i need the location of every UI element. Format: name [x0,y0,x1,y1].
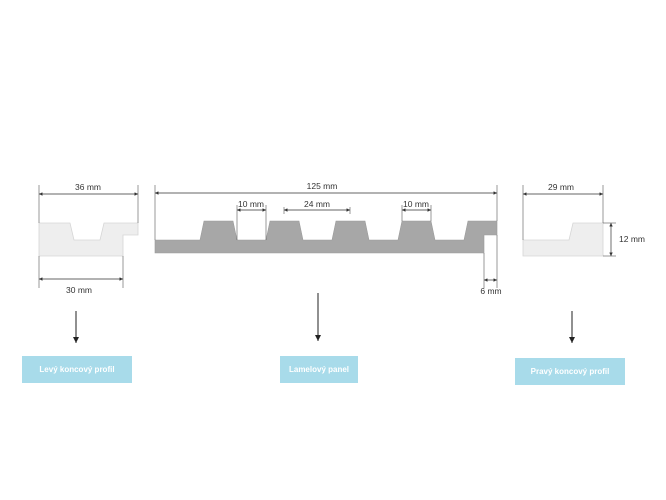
left-bottom-dimension: 30 mm [66,285,92,295]
panel-total-dimension: 125 mm [307,181,338,191]
panel-gap-dimension: 24 mm [304,199,330,209]
right-top-dimension: 29 mm [548,182,574,192]
center-panel-label: Lamelový panel [280,356,358,383]
left-end-profile [38,222,139,257]
panel-offset-dimension: 6 mm [480,286,501,296]
panel-rib-right-dimension: 10 mm [403,199,429,209]
lamella-panel [154,220,498,254]
right-height-dimension: 12 mm [619,234,645,244]
left-top-dimension: 36 mm [75,182,101,192]
right-end-profile [522,222,604,257]
left-profile-label: Levý koncový profil [22,356,132,383]
right-profile-label: Pravý koncový profil [515,358,625,385]
panel-rib-left-dimension: 10 mm [238,199,264,209]
